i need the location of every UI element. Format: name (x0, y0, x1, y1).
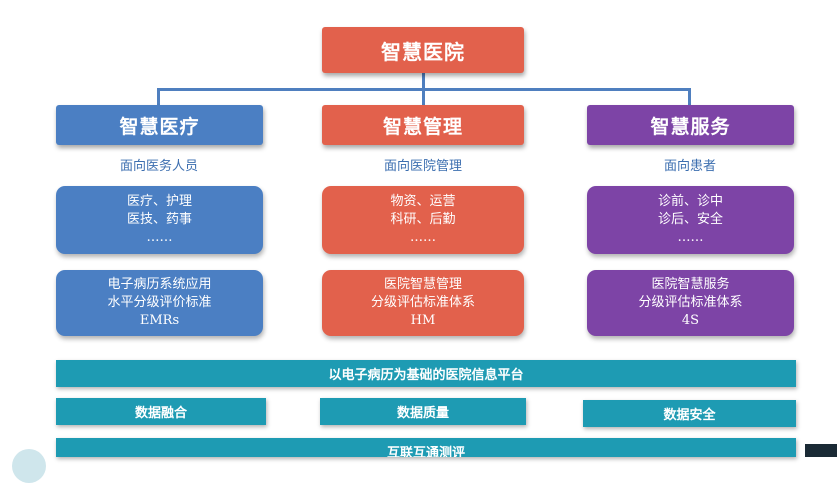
column-subtitle-medical-staff: 面向医务人员 (119, 159, 198, 174)
standard-line: 水平分级评价标准 (107, 295, 212, 310)
topic-line: 诊前、诊中 (657, 194, 723, 209)
pillar-label: 数据质量 (396, 406, 449, 421)
interoperability-label: 互联互通测评 (386, 446, 465, 457)
standard-code: EMRs (139, 313, 180, 328)
column-title-label: 智慧服务 (650, 115, 731, 138)
standard-line: 分级评估标准体系 (638, 295, 743, 310)
standard-card-hm: 医院智慧管理 分级评估标准体系 HM (322, 270, 524, 336)
pillar-data-fusion: 数据融合 (56, 398, 266, 425)
connector-right-down (688, 88, 691, 105)
standard-card-4s: 医院智慧服务 分级评估标准体系 4S (587, 270, 794, 336)
standard-code: 4S (681, 313, 700, 328)
column-subtitle-patients: 面向患者 (663, 159, 716, 174)
topic-line: 科研、后勤 (390, 212, 456, 227)
standard-line: 医院智慧服务 (651, 277, 730, 292)
topic-line: 诊后、安全 (657, 212, 723, 227)
connector-root-down (422, 73, 425, 90)
dark-corner-tab (805, 444, 837, 457)
column-title-smart-management: 智慧管理 (322, 105, 524, 145)
pillar-label: 数据安全 (663, 408, 716, 423)
platform-bar: 以电子病历为基础的医院信息平台 (56, 360, 796, 387)
topic-line: 医疗、护理 (126, 194, 192, 209)
topics-card-management: 物资、运营 科研、后勤 …… (322, 186, 524, 254)
pillar-data-security: 数据安全 (583, 400, 796, 427)
column-title-smart-service: 智慧服务 (587, 105, 794, 145)
column-title-smart-medical: 智慧医疗 (56, 105, 263, 145)
pillar-label: 数据融合 (134, 406, 187, 421)
standard-code: HM (410, 313, 436, 328)
connector-middle-down (422, 88, 425, 105)
root-node-label: 智慧医院 (381, 39, 465, 64)
standard-line: 分级评估标准体系 (370, 295, 475, 310)
interoperability-bar: 互联互通测评 (56, 438, 796, 457)
standard-line: 医院智慧管理 (383, 277, 462, 292)
standard-line: 电子病历系统应用 (107, 277, 212, 292)
connector-left-down (157, 88, 160, 105)
column-subtitle-hospital-management: 面向医院管理 (383, 159, 462, 174)
topic-ellipsis: …… (146, 230, 173, 245)
topics-card-service: 诊前、诊中 诊后、安全 …… (587, 186, 794, 254)
topic-ellipsis: …… (677, 230, 704, 245)
topics-card-medical: 医疗、护理 医技、药事 …… (56, 186, 263, 254)
root-node-smart-hospital: 智慧医院 (322, 27, 524, 73)
topic-line: 医技、药事 (126, 212, 192, 227)
decorative-circle (12, 449, 46, 483)
column-title-label: 智慧管理 (382, 115, 463, 138)
topic-ellipsis: …… (410, 230, 436, 245)
pillar-data-quality: 数据质量 (320, 398, 526, 425)
topic-line: 物资、运营 (390, 194, 456, 209)
platform-label: 以电子病历为基础的医院信息平台 (328, 368, 524, 383)
column-title-label: 智慧医疗 (119, 115, 200, 138)
standard-card-emrs: 电子病历系统应用 水平分级评价标准 EMRs (56, 270, 263, 336)
